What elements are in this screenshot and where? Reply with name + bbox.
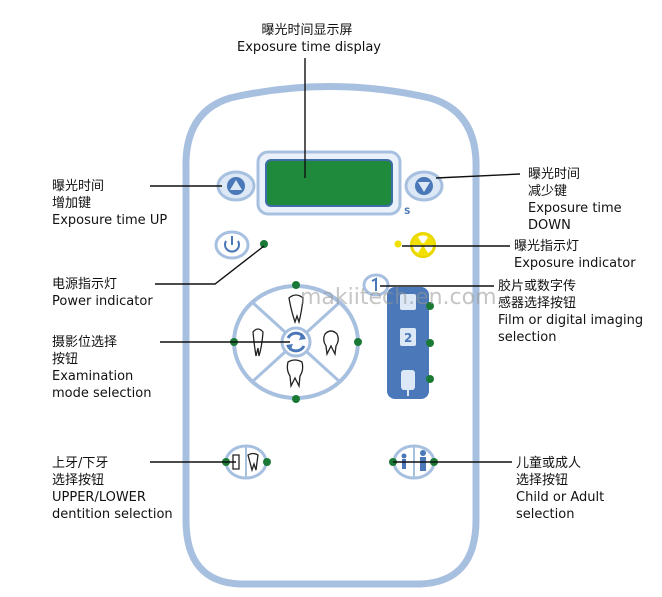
label-zh: 电源指示灯	[52, 277, 118, 292]
label-en: selection	[498, 330, 557, 345]
up-arrow-icon	[230, 180, 242, 190]
power-indicator-led	[260, 240, 268, 248]
label-zh: 减少键	[528, 184, 568, 199]
film-digital-button[interactable]	[362, 273, 390, 297]
sensor-icon	[400, 328, 416, 346]
seconds-unit: S	[404, 207, 410, 217]
sensor-number: 2	[404, 331, 412, 345]
label-en: selection	[516, 507, 575, 522]
label-power-indicator: 电源指示灯 Power indicator	[52, 276, 153, 310]
label-en: Exposure time display	[237, 40, 381, 55]
label-en: Exposure time	[528, 201, 622, 216]
label-zh: 选择按钮	[52, 473, 105, 488]
radiation-icon	[410, 232, 436, 258]
tooth-icon	[288, 294, 304, 325]
label-zh: 胶片或数字传	[498, 279, 577, 294]
power-icon	[224, 240, 240, 253]
label-en: dentition selection	[52, 507, 173, 522]
label-en: Exposure indicator	[514, 256, 636, 271]
child-adult-icon	[401, 450, 426, 471]
power-button[interactable]	[214, 230, 250, 260]
exposure-indicator-led	[394, 240, 402, 248]
dentition-icon	[232, 452, 259, 473]
label-en: DOWN	[528, 218, 571, 233]
label-zh: 选择按钮	[516, 473, 569, 488]
exposure-time-display	[265, 159, 393, 207]
label-zh: 儿童或成人	[516, 456, 582, 471]
sensor-icon	[401, 370, 415, 390]
tooth-icon	[323, 330, 339, 357]
label-zh: 曝光时间显示屏	[261, 23, 353, 38]
time-up-button[interactable]	[216, 170, 256, 202]
label-zh: 曝光时间	[528, 167, 581, 182]
label-zh: 按钮	[52, 352, 79, 367]
refresh-icon	[286, 331, 306, 353]
label-zh: 增加键	[52, 196, 92, 211]
label-time-down: 曝光时间 减少键 Exposure time DOWN	[528, 166, 622, 234]
label-upper-lower: 上牙/下牙 选择按钮 UPPER/LOWER dentition selecti…	[52, 455, 173, 523]
tooth-icon	[286, 359, 304, 389]
label-en: mode selection	[52, 386, 152, 401]
label-en: UPPER/LOWER	[52, 490, 146, 505]
label-child-adult: 儿童或成人 选择按钮 Child or Adult selection	[516, 455, 604, 523]
label-exposure-indicator: 曝光指示灯 Exposure indicator	[514, 238, 636, 272]
leader-lines	[150, 58, 521, 463]
label-en: Power indicator	[52, 294, 153, 309]
watermark: makiitech.en.com	[300, 285, 497, 310]
label-exam-mode: 摄影位选择 按钮 Examination mode selection	[52, 334, 151, 402]
label-zh: 曝光时间	[52, 179, 105, 194]
label-zh: 摄影位选择	[52, 335, 118, 350]
tooth-icon	[252, 328, 264, 357]
label-time-up: 曝光时间 增加键 Exposure time UP	[52, 178, 167, 229]
label-zh: 曝光指示灯	[514, 239, 580, 254]
down-arrow-icon	[418, 182, 430, 192]
film-icon	[400, 294, 416, 310]
label-en: Exposure time UP	[52, 213, 168, 228]
label-zh: 感器选择按钮	[498, 296, 577, 311]
label-en: Film or digital imaging	[498, 313, 644, 328]
label-en: Examination	[52, 369, 134, 384]
label-exposure-time-display: 曝光时间显示屏 Exposure time display	[237, 22, 381, 56]
time-down-button[interactable]	[404, 170, 444, 202]
label-film-digital: 胶片或数字传 感器选择按钮 Film or digital imaging se…	[498, 278, 643, 346]
label-zh: 上牙/下牙	[52, 456, 109, 471]
label-en: Child or Adult	[516, 490, 605, 505]
